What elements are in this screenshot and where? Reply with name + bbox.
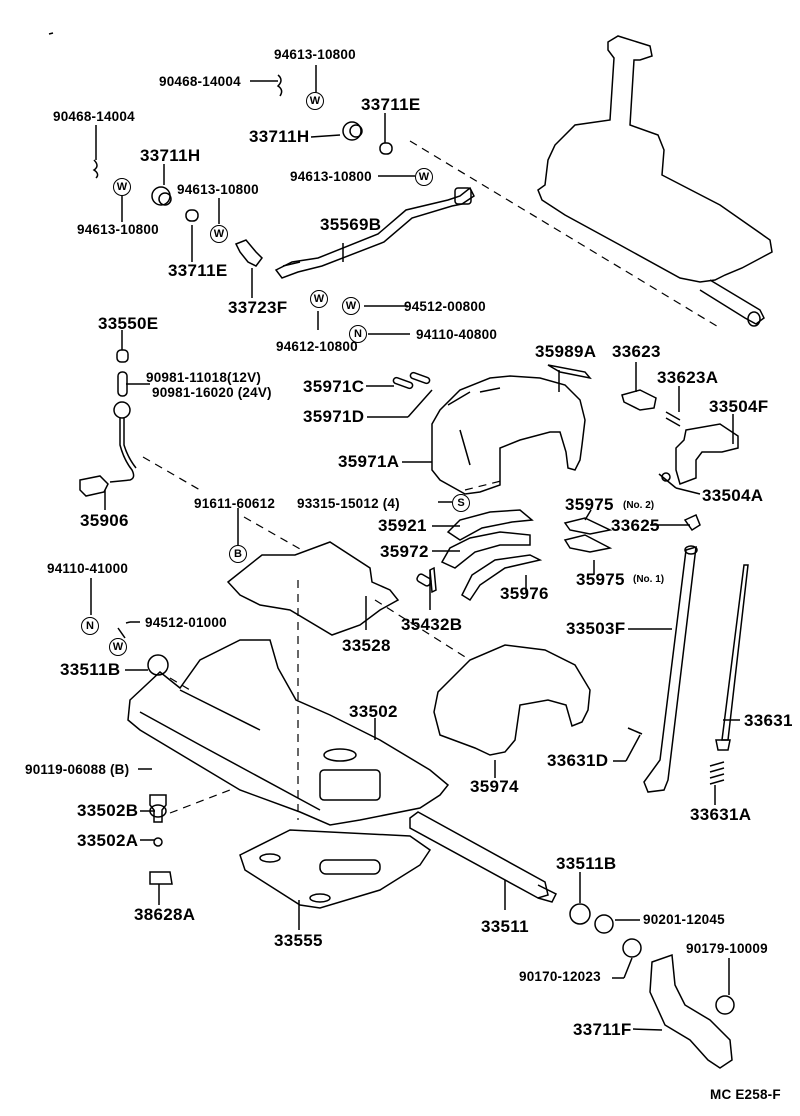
part-label-suffix-no2: (No. 2) bbox=[623, 500, 655, 511]
part-label-33623A[interactable]: 33623A bbox=[657, 368, 719, 387]
part-label-35989A[interactable]: 35989A bbox=[535, 342, 597, 361]
part-label-35972[interactable]: 35972 bbox=[380, 542, 429, 561]
part-label-35976[interactable]: 35976 bbox=[500, 584, 549, 603]
diagram-code: MC E258-F bbox=[710, 1087, 781, 1102]
shift-frame-33502 bbox=[127, 639, 450, 826]
part-label-33528[interactable]: 33528 bbox=[342, 636, 391, 655]
part-label-94613-10800[interactable]: 94613-10800 bbox=[274, 47, 356, 62]
part-label-33504A[interactable]: 33504A bbox=[702, 486, 764, 505]
part-label-35975-no1[interactable]: 35975 bbox=[576, 570, 625, 589]
part-label-90981-11018[interactable]: 90981-11018(12V) bbox=[146, 370, 262, 385]
knob-parts bbox=[563, 389, 739, 553]
part-label-35906[interactable]: 35906 bbox=[80, 511, 129, 530]
part-label-33631A[interactable]: 33631A bbox=[690, 805, 752, 824]
part-label-33711E[interactable]: 33711E bbox=[361, 95, 421, 114]
part-label-33623[interactable]: 33623 bbox=[612, 342, 661, 361]
part-label-90201-12045[interactable]: 90201-12045 bbox=[643, 912, 725, 927]
part-label-33511[interactable]: 33511 bbox=[481, 917, 529, 936]
part-label-33511B[interactable]: 33511B bbox=[556, 854, 617, 873]
bottom-cover-33555 bbox=[239, 829, 432, 909]
part-label-94512-01000[interactable]: 94512-01000 bbox=[145, 615, 227, 630]
washer-symbol: W bbox=[109, 638, 127, 656]
part-label-94110-41000[interactable]: 94110-41000 bbox=[47, 561, 129, 576]
part-label-90981-16020[interactable]: 90981-16020 (24V) bbox=[152, 385, 272, 400]
part-label-94613-10800[interactable]: 94613-10800 bbox=[77, 222, 159, 237]
small-parts-upper bbox=[92, 74, 393, 267]
shift-gate-cover-upper bbox=[431, 364, 592, 495]
shift-link-rod bbox=[274, 186, 475, 279]
part-label-33711E[interactable]: 33711E bbox=[168, 261, 228, 280]
part-label-33550E[interactable]: 33550E bbox=[98, 314, 159, 333]
part-label-35974[interactable]: 35974 bbox=[470, 777, 519, 796]
part-label-91611-60612[interactable]: 91611-60612 bbox=[194, 496, 276, 511]
part-label-90179-10009[interactable]: 90179-10009 bbox=[686, 941, 768, 956]
nut-symbol: N bbox=[349, 325, 367, 343]
part-label-33504F[interactable]: 33504F bbox=[709, 397, 769, 416]
clips bbox=[392, 371, 432, 587]
washer-symbol: W bbox=[310, 290, 328, 308]
part-label-90119-06088[interactable]: 90119-06088 (B) bbox=[25, 762, 130, 777]
leader-lines bbox=[90, 65, 740, 1031]
shaft-33511 bbox=[409, 811, 558, 903]
part-label-35971D[interactable]: 35971D bbox=[303, 407, 365, 426]
bottom-plate-33528 bbox=[226, 541, 400, 636]
part-label-35971C[interactable]: 35971C bbox=[303, 377, 365, 396]
part-label-94612-10800[interactable]: 94612-10800 bbox=[276, 339, 358, 354]
part-label-33511B[interactable]: 33511B bbox=[60, 660, 121, 679]
part-label-33631D[interactable]: 33631D bbox=[547, 751, 609, 770]
part-label-33502B[interactable]: 33502B bbox=[77, 801, 139, 820]
part-label-35921[interactable]: 35921 bbox=[378, 516, 427, 535]
shift-detent-plates bbox=[440, 509, 543, 602]
part-label-33723F[interactable]: 33723F bbox=[228, 298, 288, 317]
part-label-90468-14004[interactable]: 90468-14004 bbox=[159, 74, 241, 89]
washer-symbol: W bbox=[113, 178, 131, 196]
part-label-90468-14004[interactable]: 90468-14004 bbox=[53, 109, 135, 124]
part-label-35569B[interactable]: 35569B bbox=[320, 215, 382, 234]
part-label-33711H[interactable]: 33711H bbox=[249, 127, 310, 146]
dashed-alignment-lines bbox=[142, 140, 721, 820]
washer-symbol: W bbox=[306, 92, 324, 110]
part-label-33711F[interactable]: 33711F bbox=[573, 1020, 632, 1039]
part-label-93315-15012[interactable]: 93315-15012 (4) bbox=[297, 496, 400, 511]
bolt-symbol: B bbox=[229, 545, 247, 563]
part-label-33502A[interactable]: 33502A bbox=[77, 831, 139, 850]
washer-symbol: W bbox=[210, 225, 228, 243]
washer-symbol: W bbox=[415, 168, 433, 186]
indicator-lamp-wire bbox=[79, 349, 137, 497]
part-label-33625[interactable]: 33625 bbox=[611, 516, 660, 535]
part-label-33631[interactable]: 33631 bbox=[744, 711, 793, 730]
rods bbox=[429, 545, 749, 793]
washer-symbol: W bbox=[342, 297, 360, 315]
lower-linkage-parts bbox=[569, 903, 735, 1069]
part-label-94110-40800[interactable]: 94110-40800 bbox=[416, 327, 498, 342]
screw-symbol: S bbox=[452, 494, 470, 512]
part-label-35432B[interactable]: 35432B bbox=[401, 615, 463, 634]
part-label-33502[interactable]: 33502 bbox=[349, 702, 398, 721]
part-label-suffix-no1: (No. 1) bbox=[633, 574, 665, 585]
part-label-38628A[interactable]: 38628A bbox=[134, 905, 196, 924]
stray-mark bbox=[48, 32, 54, 35]
part-label-33711H[interactable]: 33711H bbox=[140, 146, 201, 165]
part-label-94613-10800[interactable]: 94613-10800 bbox=[290, 169, 372, 184]
part-label-94512-00800[interactable]: 94512-00800 bbox=[404, 299, 486, 314]
part-label-35971A[interactable]: 35971A bbox=[338, 452, 400, 471]
part-label-94613-10800[interactable]: 94613-10800 bbox=[177, 182, 259, 197]
nut-symbol: N bbox=[81, 617, 99, 635]
shift-lever-cover bbox=[537, 35, 773, 327]
part-label-35975-no2[interactable]: 35975 bbox=[565, 495, 614, 514]
shift-gate-cover-lower bbox=[433, 644, 591, 756]
part-label-33503F[interactable]: 33503F bbox=[566, 619, 626, 638]
part-label-90170-12023[interactable]: 90170-12023 bbox=[519, 969, 601, 984]
fasteners-left bbox=[147, 654, 173, 885]
part-label-33555[interactable]: 33555 bbox=[274, 931, 323, 950]
